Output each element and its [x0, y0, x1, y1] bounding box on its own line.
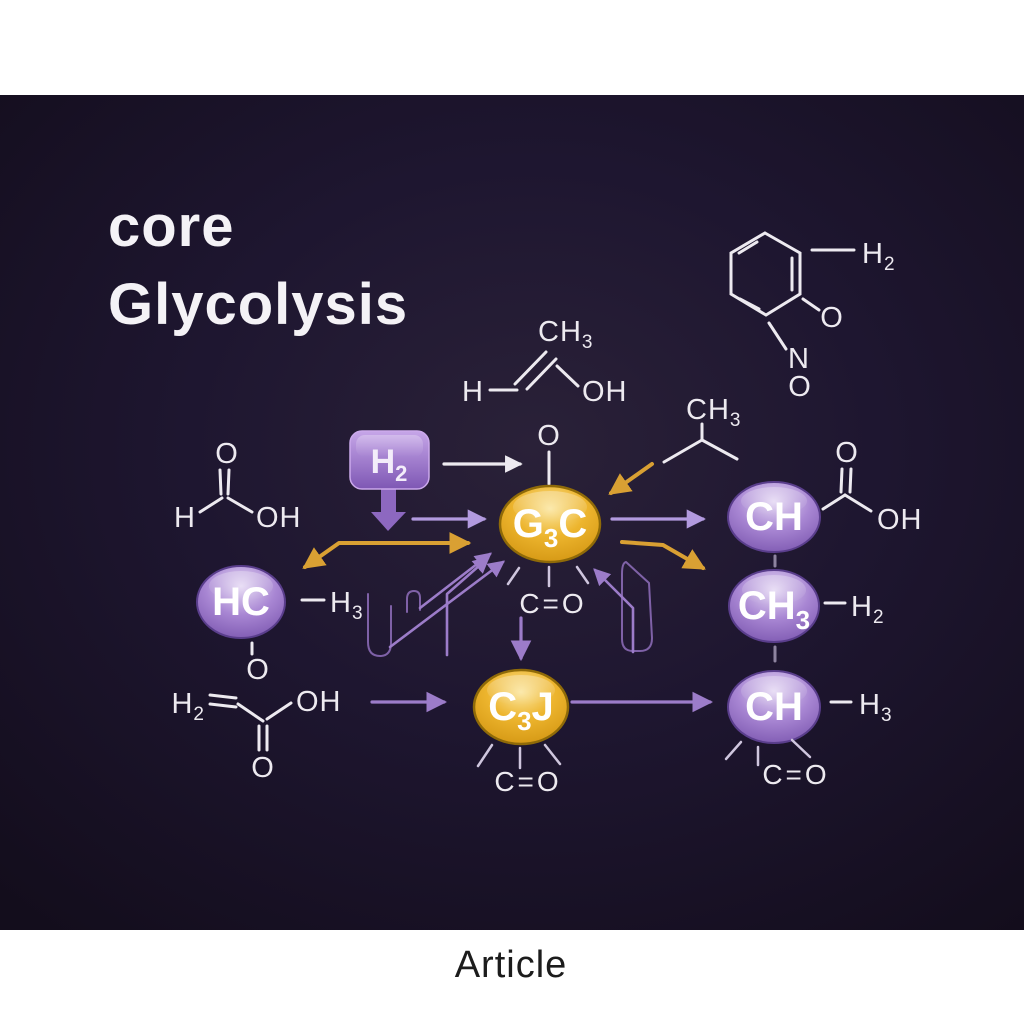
- benzene-n-label: N: [788, 343, 810, 375]
- c3j-shine: [487, 675, 555, 705]
- node-ch-bottom: CH: [727, 670, 821, 744]
- enol-oh-label: OH: [582, 376, 628, 408]
- arrow-orange-into-g3c: [608, 462, 654, 495]
- arrow-h2box-down: [371, 489, 406, 531]
- hc-o-label: O: [246, 654, 270, 686]
- hc-attachments: H3 O: [246, 587, 364, 686]
- acrylic-double-bond-2: [208, 702, 238, 709]
- structure-carboxyl: O OH: [821, 437, 923, 536]
- squiggle-center-loop: [621, 561, 653, 652]
- h2-box-shine: [356, 435, 423, 457]
- acrylic-oh-bond: [265, 701, 293, 721]
- g3c-fan-tick-1: [506, 566, 521, 586]
- ch-bottom-co-label: C=O: [762, 759, 829, 790]
- g3c-attachments: C=O: [506, 565, 590, 619]
- acrylic-o-label: O: [251, 752, 275, 784]
- node-hc: HC: [196, 565, 286, 639]
- ch-top-label: CH: [745, 495, 803, 539]
- title-line-1: core: [108, 194, 235, 259]
- benzene-inner-bond-1: [737, 240, 759, 255]
- formic-oh-label: OH: [256, 502, 302, 534]
- title-line-2: Glycolysis: [108, 272, 408, 337]
- node-ch-top: CH: [727, 481, 821, 553]
- structure-benzene: H2 O N O: [729, 231, 896, 403]
- c3j-fan-tick-3: [543, 743, 562, 766]
- carboxyl-left-bond: [821, 493, 847, 511]
- enol-o-label: O: [537, 420, 561, 452]
- footer-label: Article: [455, 944, 568, 986]
- enol-h-label: H: [462, 376, 484, 408]
- hc-label: HC: [212, 580, 270, 624]
- structure-enol: CH3 H OH O: [462, 316, 628, 486]
- squiggle-left-hook: [406, 590, 421, 613]
- ch-bottom-label: CH: [745, 685, 803, 729]
- hc-shine: [209, 571, 273, 601]
- arrow-fan-into-g3c-3: [418, 552, 493, 610]
- ch3-shine: [742, 575, 806, 605]
- carboxyl-o-label: O: [835, 437, 859, 469]
- ch-top-shine: [741, 487, 807, 515]
- c3j-fan-tick-1: [476, 743, 494, 768]
- formic-double-bond-2: [226, 468, 231, 496]
- c3j-label: C3J: [488, 685, 554, 736]
- acrylic-h2-label: H2: [171, 688, 205, 725]
- isopropyl-ch3-label: CH3: [686, 394, 741, 431]
- ch3-label: CH3: [738, 584, 810, 635]
- node-ch3: CH3: [728, 569, 820, 643]
- node-h2-box: H2: [349, 430, 430, 490]
- node-c3j: C3J: [472, 668, 570, 746]
- enol-oh-bond: [555, 364, 580, 388]
- benzene-ring: [729, 231, 802, 317]
- enol-double-bond-2: [525, 357, 558, 391]
- carboxyl-double-bond-1: [839, 467, 844, 494]
- benzene-o2-label: O: [788, 371, 812, 403]
- isopropyl-left-bond: [662, 438, 704, 464]
- arrow-fan-into-g3c-2: [445, 556, 490, 657]
- benzene-inner-bond-3: [738, 297, 761, 311]
- structure-formic: O H OH: [174, 438, 302, 534]
- g3c-fan-tick-3: [575, 565, 590, 585]
- acrylic-chain-bond: [236, 702, 265, 723]
- enol-double-bond-1: [513, 350, 548, 386]
- carboxyl-double-bond-2: [848, 467, 853, 494]
- benzene-n-bond: [767, 321, 788, 351]
- benzene-o-label: O: [820, 302, 844, 334]
- c3j-attachments: C=O: [476, 743, 562, 797]
- benzene-h2-label: H2: [862, 238, 896, 275]
- arrow-orange-hc-g3c-double: [302, 532, 472, 569]
- c3j-co-label: C=O: [494, 766, 561, 797]
- carboxyl-oh-bond: [843, 493, 873, 513]
- ch3-h2-label: H2: [851, 591, 885, 628]
- g3c-co-label: C=O: [519, 588, 586, 619]
- node-g3c: G3C: [498, 484, 602, 564]
- right-column-attachments: H2 H3 C=O: [724, 554, 893, 790]
- ch-bottom-fan-tick-3: [790, 738, 812, 759]
- formic-o-label: O: [215, 438, 239, 470]
- g3c-shine: [513, 491, 587, 523]
- structure-isopropyl: CH3: [662, 394, 741, 464]
- ch-bottom-shine: [741, 676, 807, 706]
- acrylic-double-bond-1: [208, 693, 238, 700]
- carboxyl-oh-label: OH: [877, 504, 923, 536]
- arrow-orange-g3c-to-ch3: [620, 540, 706, 570]
- g3c-label: G3C: [513, 502, 587, 553]
- acrylic-oh-label: OH: [296, 686, 342, 718]
- isopropyl-right-bond: [700, 438, 739, 461]
- formic-h-label: H: [174, 502, 196, 534]
- benzene-o-bond: [801, 297, 821, 312]
- formic-h-bond: [198, 496, 224, 514]
- arrow-fan-into-g3c-4: [593, 568, 635, 654]
- formic-oh-bond: [226, 496, 254, 514]
- hc-h3-label: H3: [330, 587, 364, 624]
- ch-bottom-fan-tick-1: [724, 740, 743, 761]
- formic-double-bond-1: [218, 468, 223, 496]
- h2-box-label: H2: [371, 443, 408, 486]
- structure-acrylic: H2 O OH: [171, 686, 342, 784]
- enol-ch3-label: CH3: [538, 316, 593, 353]
- ch-bottom-h3-label: H3: [859, 689, 893, 726]
